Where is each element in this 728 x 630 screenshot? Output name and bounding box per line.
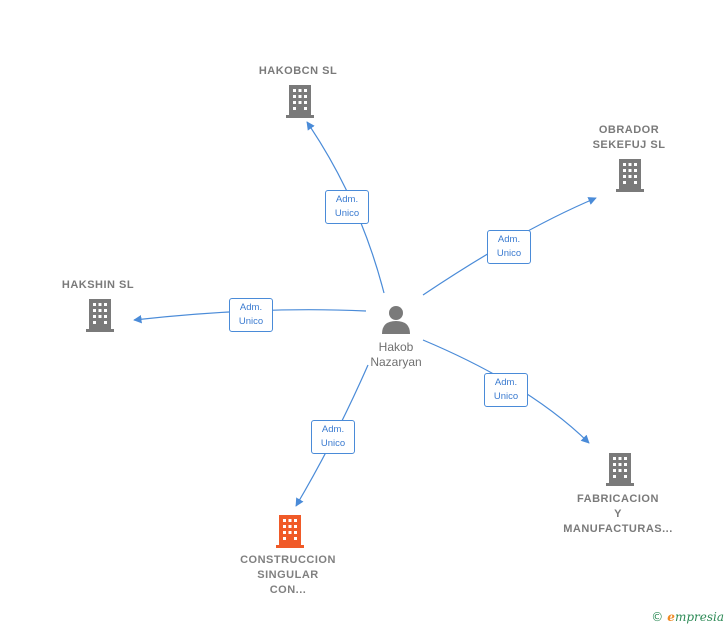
building-icon[interactable] <box>616 159 644 192</box>
company-label-fabricacion[interactable]: FABRICACION Y MANUFACTURAS... <box>563 493 673 535</box>
building-icon[interactable] <box>276 515 304 548</box>
person-icon[interactable] <box>382 306 410 334</box>
company-label-obrador[interactable]: OBRADOR SEKEFUJ SL <box>592 124 666 151</box>
building-icon[interactable] <box>86 299 114 332</box>
building-icon[interactable] <box>606 453 634 486</box>
role-badge-obrador[interactable]: Adm. Unico <box>487 230 531 264</box>
brand-logo-text: mpresia <box>674 610 724 624</box>
person-label[interactable]: Hakob Nazaryan <box>370 340 422 369</box>
company-label-construccion[interactable]: CONSTRUCCION SINGULAR CON... <box>240 554 336 596</box>
footer-brand[interactable]: ©empresia <box>651 610 724 624</box>
role-badge-hakshin[interactable]: Adm. Unico <box>229 298 273 332</box>
role-badge-construccion[interactable]: Adm. Unico <box>311 420 355 454</box>
company-label-hakobcn[interactable]: HAKOBCN SL <box>258 65 338 77</box>
brand-logo-e: e <box>667 610 675 624</box>
role-badge-hakobcn[interactable]: Adm. Unico <box>325 190 369 224</box>
role-badge-fabricacion[interactable]: Adm. Unico <box>484 373 528 407</box>
company-label-hakshin[interactable]: HAKSHIN SL <box>61 279 135 291</box>
copyright-symbol: © <box>651 610 664 624</box>
building-icon[interactable] <box>286 85 314 118</box>
